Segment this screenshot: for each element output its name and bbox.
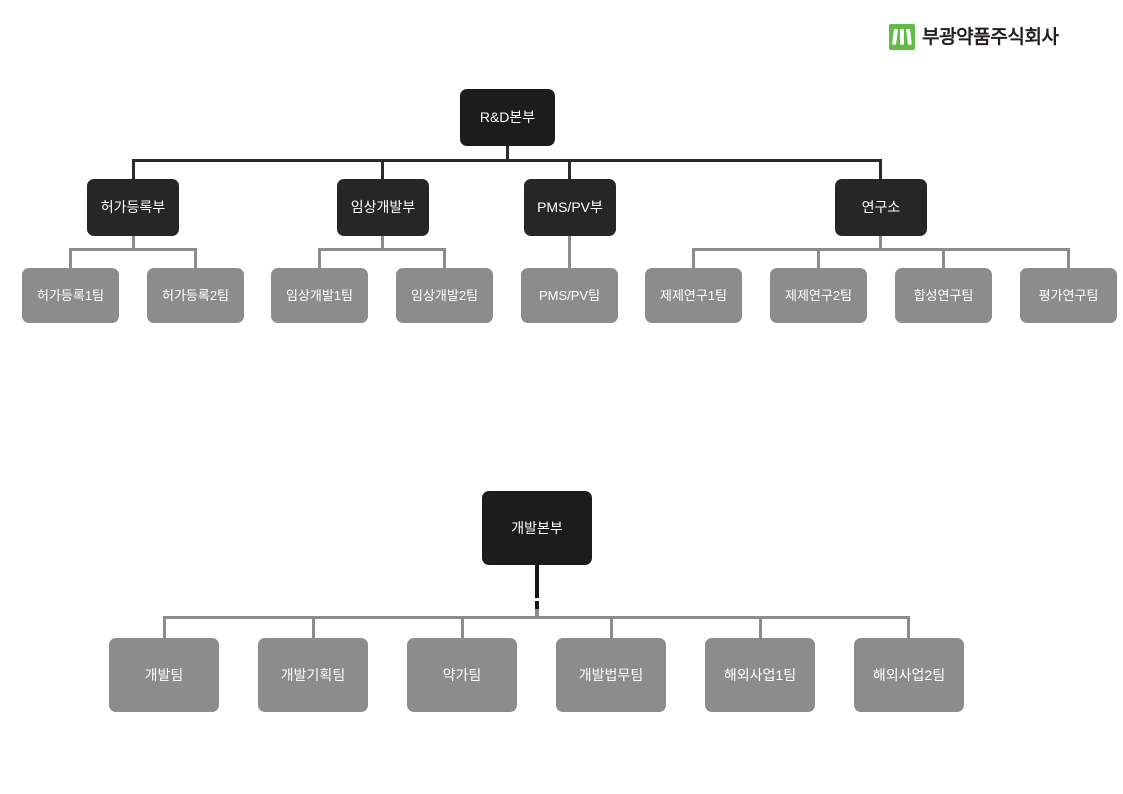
connector-drop-dept-1 (381, 159, 384, 179)
node-department-pms-pv[interactable]: PMS/PV부 (524, 179, 616, 236)
node-team-허가등록2팀[interactable]: 허가등록2팀 (147, 268, 244, 323)
node-team-평가연구팀[interactable]: 평가연구팀 (1020, 268, 1117, 323)
connector-drop-team-3-2 (942, 248, 945, 268)
node-label: 연구소 (861, 199, 901, 216)
node-label: 개발기획팀 (280, 666, 346, 683)
brand-name: 부광약품주식회사 (922, 26, 1059, 48)
connector-bus-dept-3 (692, 248, 1070, 251)
node-team-약가팀[interactable]: 약가팀 (407, 638, 517, 712)
connector-drop-dev-4 (759, 616, 762, 638)
brand-logo: 부광약품주식회사 (889, 22, 1059, 52)
connector-drop-team-3-1 (817, 248, 820, 268)
node-label: PMS/PV부 (537, 199, 603, 216)
node-department-연구소[interactable]: 연구소 (835, 179, 927, 236)
node-team-개발법무팀[interactable]: 개발법무팀 (556, 638, 666, 712)
connector-drop-dept-3 (879, 159, 882, 179)
connector-stem-dept-3 (879, 236, 882, 250)
node-team-합성연구팀[interactable]: 합성연구팀 (895, 268, 992, 323)
connector-drop-dev-0 (163, 616, 166, 638)
connector-drop-dev-5 (907, 616, 910, 638)
node-label: 임상개발2팀 (410, 287, 479, 303)
node-label: 개발법무팀 (578, 666, 644, 683)
connector-drop-team-0-0 (69, 248, 72, 268)
node-label: 허가등록1팀 (36, 287, 105, 303)
node-label: 허가등록2팀 (161, 287, 230, 303)
node-team-pms-pv[interactable]: PMS/PV팀 (521, 268, 618, 323)
connector-stem-dept-1 (381, 236, 384, 250)
node-team-허가등록1팀[interactable]: 허가등록1팀 (22, 268, 119, 323)
node-team-해외사업2팀[interactable]: 해외사업2팀 (854, 638, 964, 712)
node-label: 평가연구팀 (1038, 287, 1099, 303)
node-label: 해외사업2팀 (872, 666, 946, 683)
node-team-제제연구1팀[interactable]: 제제연구1팀 (645, 268, 742, 323)
connector-drop-team-1-1 (443, 248, 446, 268)
node-label: 제제연구1팀 (659, 287, 728, 303)
node-label: 임상개발부 (350, 199, 416, 216)
node-label: 임상개발1팀 (285, 287, 354, 303)
connector-root-bus (132, 159, 882, 162)
connector-stem-dept-2 (568, 236, 571, 268)
node-development-headquarters[interactable]: 개발본부 (482, 491, 592, 565)
connector-drop-team-1-0 (318, 248, 321, 268)
connector-stem-dept-0 (132, 236, 135, 250)
connector-drop-team-3-0 (692, 248, 695, 268)
connector-dev-stem-lower (535, 609, 539, 618)
node-team-제제연구2팀[interactable]: 제제연구2팀 (770, 268, 867, 323)
connector-dev-stem-marker (535, 601, 539, 609)
connector-drop-dev-2 (461, 616, 464, 638)
node-label: 제제연구2팀 (784, 287, 853, 303)
bukwang-logo-icon (889, 24, 915, 50)
node-rnd-headquarters[interactable]: R&D본부 (460, 89, 555, 146)
connector-drop-team-3-3 (1067, 248, 1070, 268)
node-label: R&D본부 (479, 109, 536, 126)
connector-bus-dept-1 (318, 248, 446, 251)
connector-drop-dept-2 (568, 159, 571, 179)
node-team-임상개발1팀[interactable]: 임상개발1팀 (271, 268, 368, 323)
connector-drop-team-0-1 (194, 248, 197, 268)
node-team-임상개발2팀[interactable]: 임상개발2팀 (396, 268, 493, 323)
node-team-개발팀[interactable]: 개발팀 (109, 638, 219, 712)
node-department-임상개발부[interactable]: 임상개발부 (337, 179, 429, 236)
node-label: PMS/PV팀 (538, 287, 601, 303)
node-label: 약가팀 (442, 666, 482, 683)
connector-dev-bus (163, 616, 910, 619)
connector-drop-dept-0 (132, 159, 135, 179)
node-label: 허가등록부 (100, 199, 166, 216)
node-department-허가등록부[interactable]: 허가등록부 (87, 179, 179, 236)
connector-dev-stem-upper (535, 565, 539, 598)
node-team-해외사업1팀[interactable]: 해외사업1팀 (705, 638, 815, 712)
connector-drop-dev-1 (312, 616, 315, 638)
connector-bus-dept-0 (69, 248, 197, 251)
node-label: 개발팀 (144, 666, 184, 683)
node-label: 해외사업1팀 (723, 666, 797, 683)
connector-root-stem (506, 146, 509, 161)
connector-drop-dev-3 (610, 616, 613, 638)
node-label: 합성연구팀 (913, 287, 974, 303)
node-team-개발기획팀[interactable]: 개발기획팀 (258, 638, 368, 712)
node-label: 개발본부 (511, 519, 563, 536)
